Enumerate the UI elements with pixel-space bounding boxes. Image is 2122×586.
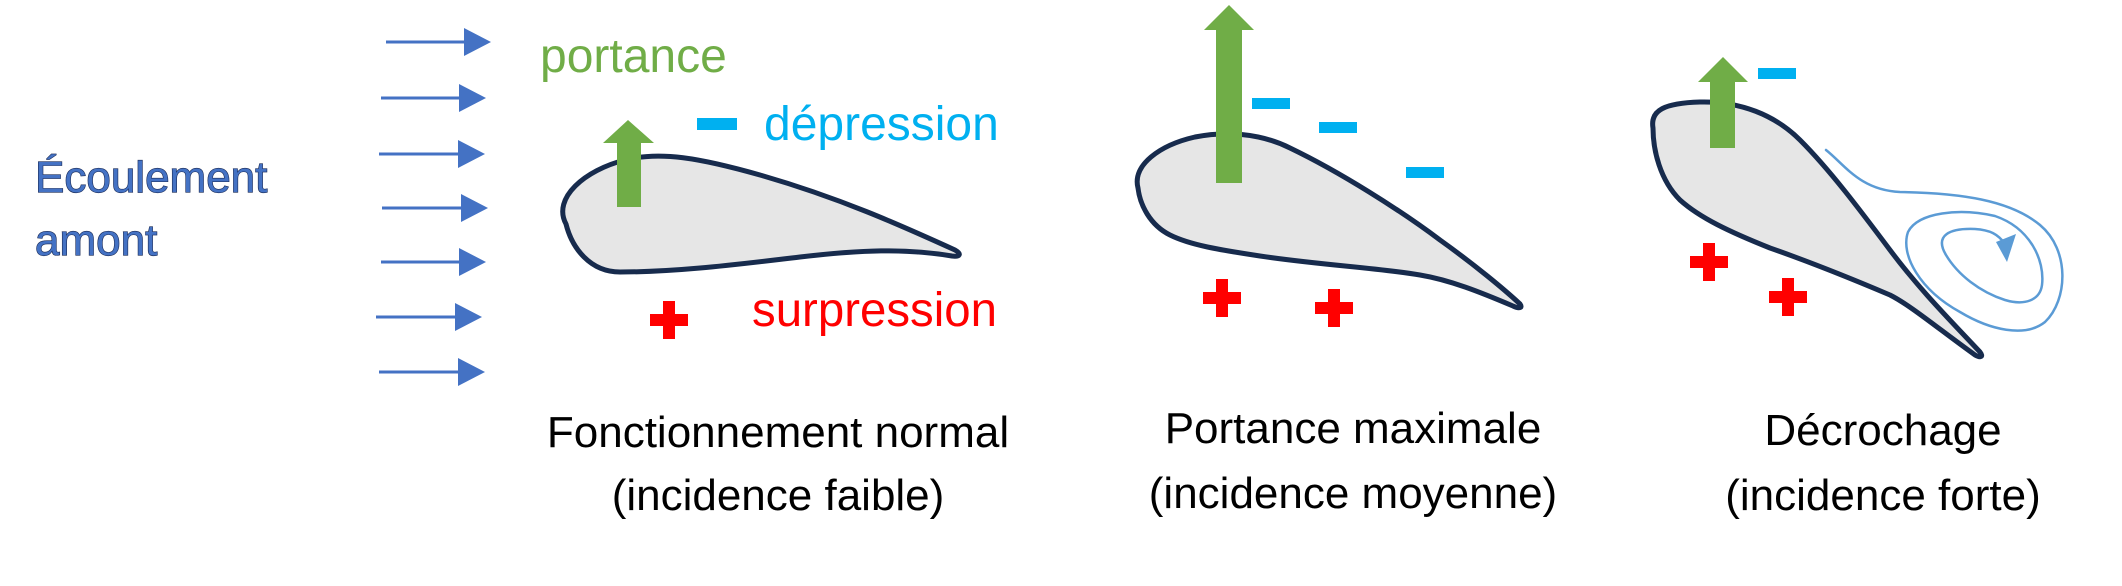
stall-vortex [1824,148,2064,332]
overpressure-legend-label: surpression [752,284,997,337]
right-arrow-icon [381,84,486,112]
right-arrow-icon [386,28,491,56]
upstream-flow-label-line1: Écoulement [35,153,267,202]
panel-normal-subtitle: (incidence faible) [612,471,945,520]
airfoil-medium-incidence [1134,131,1524,311]
minus-icon [697,118,737,130]
panel-maximum-lift-title: Portance maximale [1165,404,1542,453]
panel-normal-operation: Fonctionnement normal (incidence faible) [547,118,1009,520]
panel-maximum-lift: Portance maximale (incidence moyenne) [1134,5,1557,518]
depression-legend-label: dépression [764,98,999,151]
lift-arrow-icon [1204,5,1254,183]
panel-stall-title: Décrochage [1764,406,2001,455]
upstream-flow-label-line2: amont [35,216,157,265]
plus-icon [1315,289,1353,327]
right-arrow-icon [382,194,488,222]
airfoil-high-incidence [1650,99,1985,360]
minus-icon [1406,167,1444,178]
right-arrow-icon [381,248,486,276]
plus-icon [1769,278,1807,316]
right-arrow-icon [379,140,485,168]
airfoil-low-incidence [560,153,962,275]
right-arrow-icon [376,303,482,331]
plus-icon [1203,279,1241,317]
minus-icon [1319,122,1357,133]
lift-arrow-icon [1698,57,1748,148]
panel-stall-subtitle: (incidence forte) [1725,471,2040,520]
lift-arrow-icon [603,120,654,207]
upstream-flow-arrows [376,28,491,386]
panel-normal-title: Fonctionnement normal [547,408,1009,457]
panel-maximum-lift-subtitle: (incidence moyenne) [1149,469,1557,518]
plus-icon [1690,243,1728,281]
right-arrow-icon [379,358,485,386]
vortex-streamline [1824,148,2064,332]
vortex-arrow-icon [1996,234,2016,262]
minus-icon [1758,68,1796,79]
panel-stall: Décrochage (incidence forte) [1650,57,2064,520]
minus-icon [1252,98,1290,109]
plus-icon [650,301,688,339]
lift-legend-label: portance [540,30,727,83]
upstream-flow-label: Écoulement amont [34,152,268,265]
